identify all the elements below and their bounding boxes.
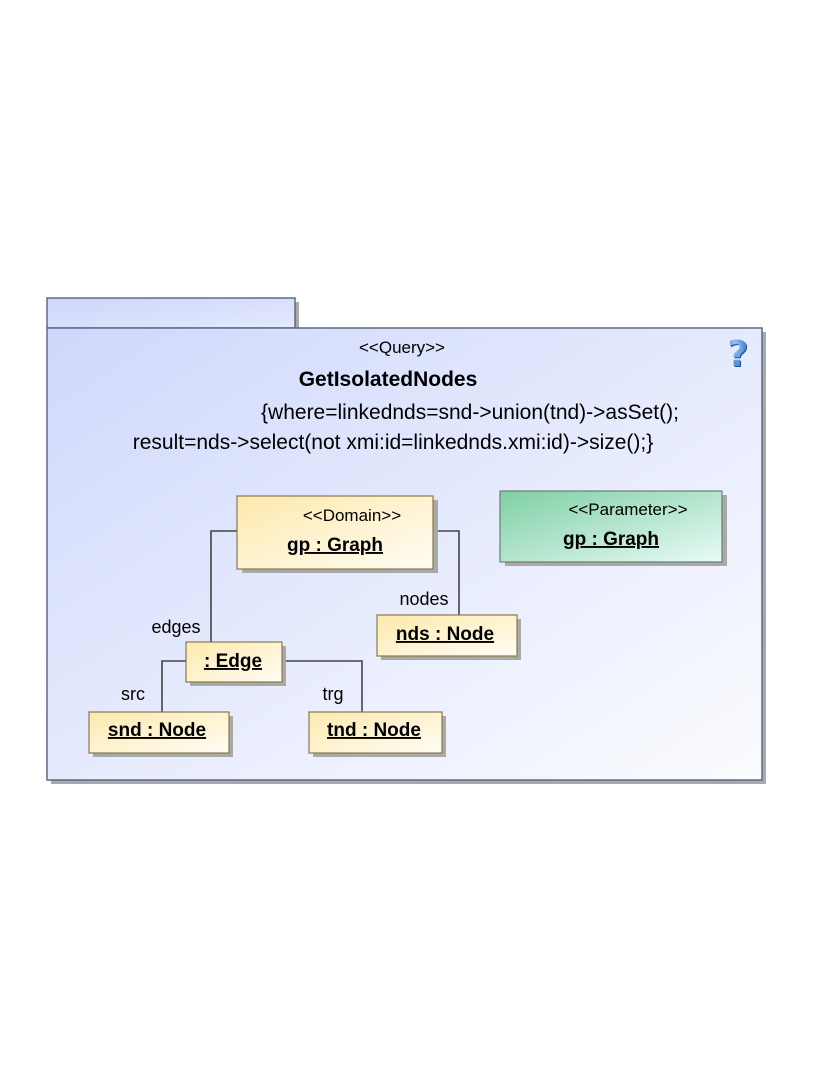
constraint-result: result=nds->select(not xmi:id=linkednds.… bbox=[133, 431, 654, 454]
src-link-label: src bbox=[121, 684, 145, 704]
tnd-object-box bbox=[308, 711, 443, 754]
package-name: GetIsolatedNodes bbox=[299, 368, 478, 391]
nds-object-box bbox=[376, 614, 518, 657]
parameter-object-box bbox=[499, 490, 723, 563]
nodes-link-line bbox=[433, 530, 460, 615]
snd-object-box bbox=[88, 711, 230, 754]
edge-object-box bbox=[185, 641, 283, 683]
tnd-object-label: tnd : Node bbox=[327, 720, 421, 741]
graph-object-box bbox=[236, 495, 434, 570]
snd-object-label: snd : Node bbox=[108, 720, 206, 741]
trg-link-label: trg bbox=[322, 684, 343, 704]
graph-object-label: gp : Graph bbox=[287, 535, 383, 556]
nds-object-label: nds : Node bbox=[396, 624, 494, 645]
tnd-object[interactable]: tnd : Node bbox=[308, 711, 446, 757]
edge-object[interactable]: : Edge bbox=[185, 641, 286, 686]
package-stereotype: <<Query>> bbox=[359, 338, 445, 357]
parameter-object[interactable]: <<Parameter>> gp : Graph bbox=[499, 490, 727, 566]
snd-object[interactable]: snd : Node bbox=[88, 711, 233, 757]
nodes-link-label: nodes bbox=[399, 589, 448, 609]
constraint-where: {where=linkednds=snd->union(tnd)->asSet(… bbox=[261, 401, 679, 424]
nds-object[interactable]: nds : Node bbox=[376, 614, 521, 660]
graph-object[interactable]: <<Domain>> gp : Graph bbox=[236, 495, 438, 573]
svg-text:?: ? bbox=[728, 334, 749, 375]
svg-text:?: ? bbox=[729, 335, 750, 376]
edge-object-label: : Edge bbox=[204, 651, 262, 672]
parameter-object-stereotype: <<Parameter>> bbox=[568, 500, 687, 519]
parameter-object-label: gp : Graph bbox=[563, 529, 659, 550]
package-tab bbox=[46, 297, 296, 329]
trg-link-line bbox=[282, 660, 363, 712]
src-link-line bbox=[161, 660, 186, 712]
links bbox=[161, 530, 460, 712]
edges-link-line bbox=[210, 530, 238, 642]
graph-object-stereotype: <<Domain>> bbox=[303, 506, 401, 525]
question-mark-icon[interactable]: ? ? bbox=[728, 334, 750, 376]
edges-link-label: edges bbox=[151, 617, 200, 637]
